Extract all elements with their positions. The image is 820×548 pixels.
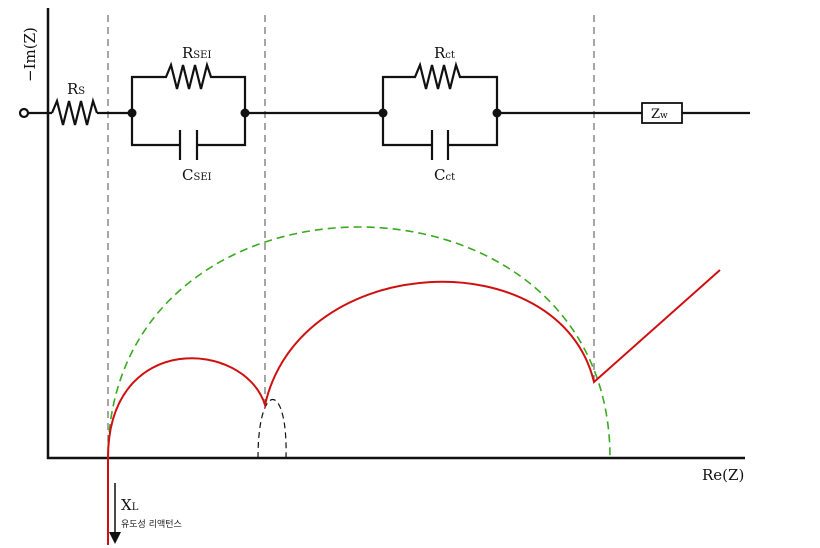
rs-label: RS (67, 80, 85, 98)
rsei-label: RSEI (182, 44, 211, 62)
inductance-symbol: XL (121, 496, 139, 514)
zw-label: Zw (651, 107, 668, 122)
circuit-nodes (127, 108, 502, 118)
overlap-arc (257, 398, 287, 459)
x-axis-label: Re(Z) (702, 466, 744, 484)
rct-label: Rct (434, 44, 455, 62)
cct-label: Cct (434, 166, 455, 184)
guide-lines (107, 15, 595, 458)
overall-arc (107, 226, 611, 459)
inductance-caption: 유도성 리액턴스 (121, 518, 182, 530)
y-axis-label: −Im(Z) (21, 27, 39, 82)
impedance-curve (107, 269, 721, 545)
equivalent-circuit (18, 61, 750, 160)
csei-label: CSEI (182, 166, 212, 184)
